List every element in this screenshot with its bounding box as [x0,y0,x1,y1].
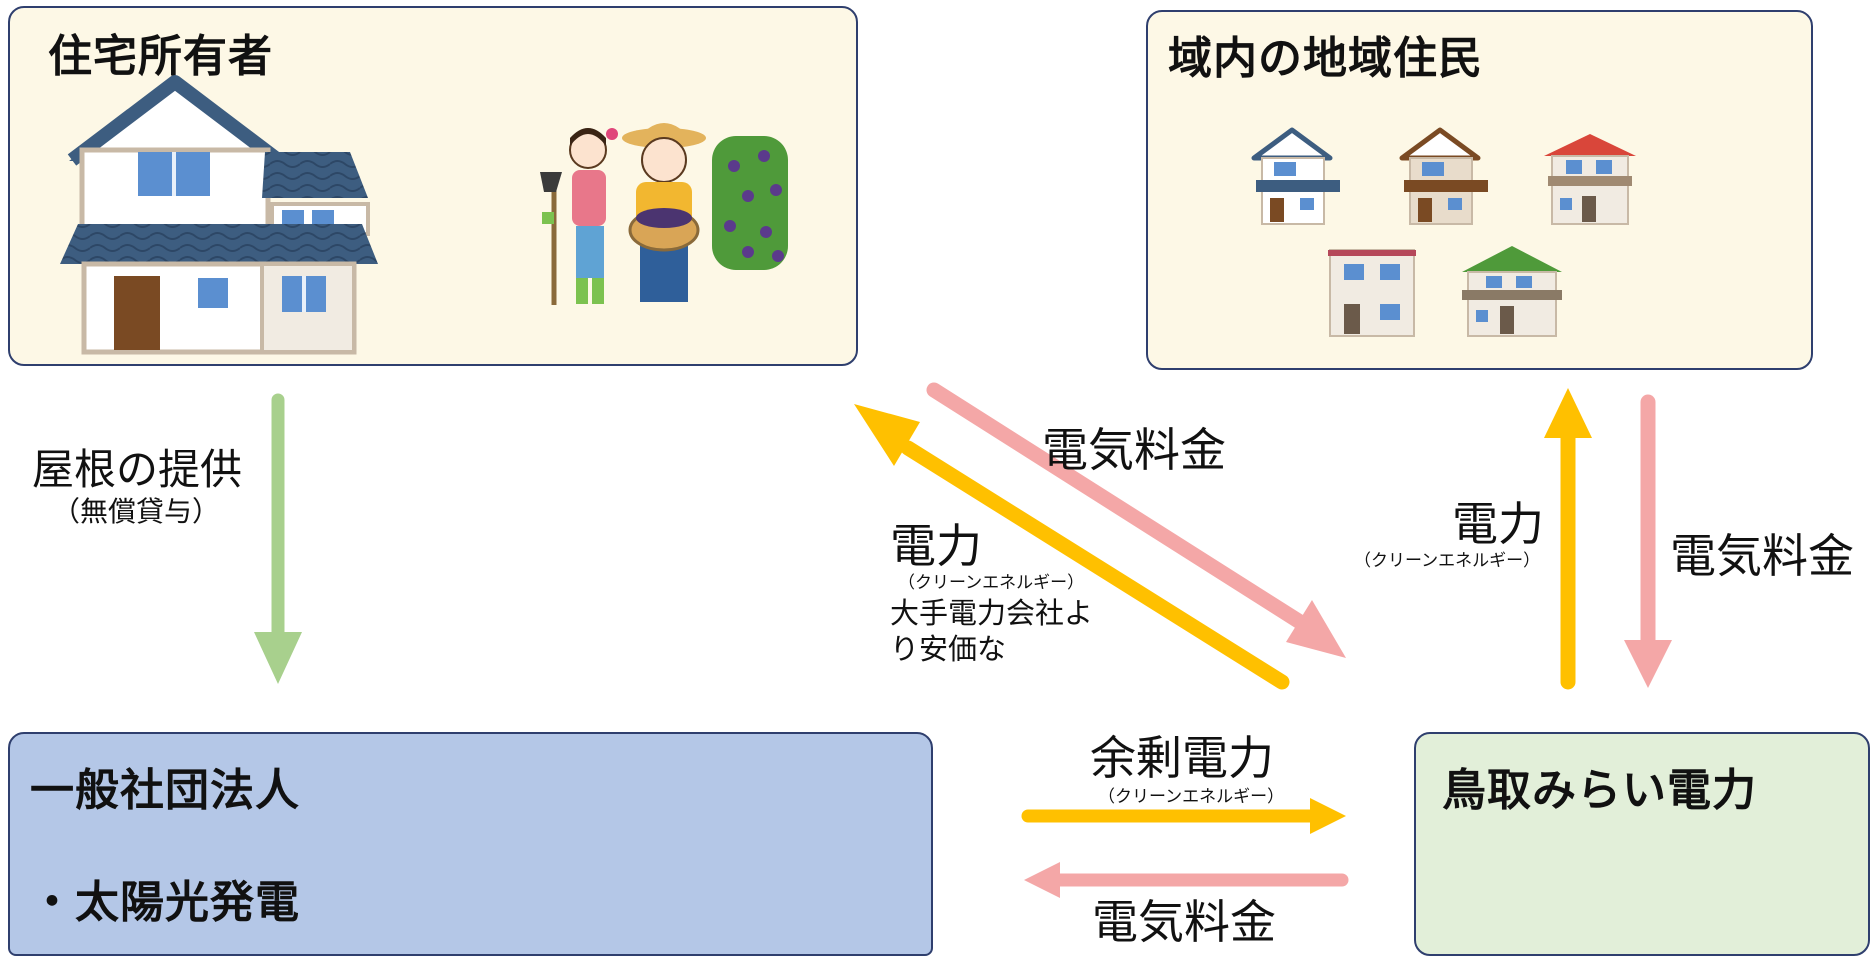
association-title: 一般社団法人 [30,765,300,816]
power-diagonal-note-line1: 大手電力会社よ [890,596,1094,630]
surplus-sub-label: （クリーンエネルギー） [1098,787,1285,807]
fee-diagonal-arrow [926,382,1346,658]
power-diagonal-arrow [854,404,1290,690]
power-diagonal-sub-label: （クリーンエネルギー） [898,573,1085,593]
residents-title: 域内の地域住民 [1168,33,1483,84]
association-box: 一般社団法人 ・太陽光発電 [8,732,933,956]
farmers-illustration [540,123,788,305]
power-diagonal-note-line2: り安価な [890,632,1007,666]
fee-left-arrow [1024,862,1349,898]
surplus-label: 余剰電力 [1090,731,1274,785]
power-up-label: 電力 [1452,497,1544,551]
roof-arrow [254,393,302,684]
fee-down-label: 電気料金 [1670,529,1854,583]
homeowner-title: 住宅所有者 [48,31,273,82]
tottori-box: 鳥取みらい電力 [1414,732,1870,956]
fee-diagonal-label: 電気料金 [1042,423,1226,477]
power-up-sub-label: （クリーンエネルギー） [1354,551,1541,571]
surplus-arrow [1021,798,1346,834]
tottori-title: 鳥取みらい電力 [1442,765,1757,816]
roof-label: 屋根の提供 [32,445,243,494]
power-diagonal-label: 電力 [890,519,982,573]
association-item: ・太陽光発電 [30,877,300,928]
residents-houses-illustration [1251,127,1636,337]
house-illustration [60,75,378,355]
power-up-arrow [1544,388,1592,690]
roof-sub-label: （無償貸与） [52,495,221,528]
fee-down-arrow [1624,394,1672,688]
fee-left-label: 電気料金 [1092,895,1276,949]
